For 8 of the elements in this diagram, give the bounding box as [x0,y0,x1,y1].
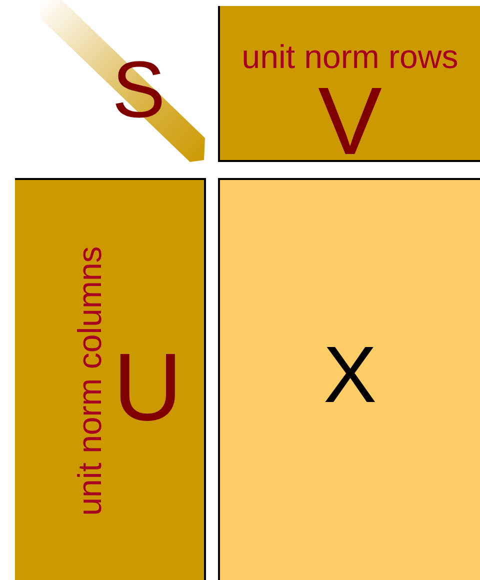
matrix-box [218,178,480,580]
matrix-caption: unit norm rows [242,40,458,73]
matrix-caption: unit norm columns [73,246,106,516]
matrix-letter: U [113,340,182,436]
matrix-letter: V [318,74,382,170]
matrix-box [15,178,206,580]
matrix-box [218,6,480,162]
matrix-letter: X [323,335,377,415]
